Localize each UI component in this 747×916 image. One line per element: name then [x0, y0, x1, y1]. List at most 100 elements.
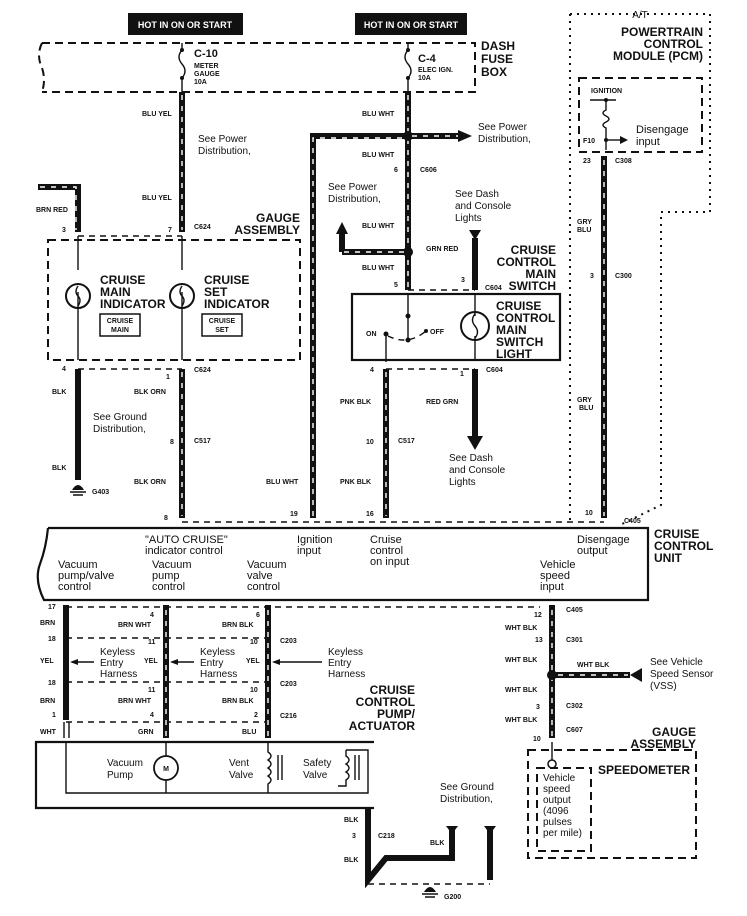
svg-text:Distribution,: Distribution, — [328, 194, 381, 205]
hot-label-right: HOT IN ON OR START — [355, 13, 467, 35]
svg-text:C-10: C-10 — [194, 48, 218, 60]
svg-text:ON: ON — [366, 331, 377, 338]
svg-text:18: 18 — [48, 636, 56, 643]
svg-text:Harness: Harness — [200, 669, 237, 680]
svg-text:CRUISE: CRUISE — [370, 683, 415, 697]
svg-text:BLU: BLU — [579, 405, 593, 412]
svg-text:10: 10 — [250, 639, 258, 646]
svg-text:CRUISE: CRUISE — [496, 299, 541, 313]
svg-text:8: 8 — [170, 439, 174, 446]
svg-text:A/T: A/T — [632, 10, 648, 21]
svg-text:See Power: See Power — [328, 182, 378, 193]
svg-text:OFF: OFF — [430, 329, 445, 336]
svg-text:See Dash: See Dash — [455, 189, 499, 200]
svg-text:METER: METER — [194, 63, 219, 70]
svg-text:4: 4 — [62, 366, 66, 373]
svg-text:6: 6 — [394, 167, 398, 174]
svg-text:Entry: Entry — [328, 658, 351, 669]
wire-blu-wht-ignition: BLU WHT 19 — [266, 133, 408, 518]
svg-text:CRUISE: CRUISE — [209, 318, 236, 325]
svg-text:CRUISE: CRUISE — [107, 318, 134, 325]
svg-text:Vehicle: Vehicle — [540, 559, 575, 571]
svg-text:GAUGE: GAUGE — [652, 725, 696, 739]
svg-text:input: input — [297, 545, 321, 557]
svg-text:MAIN: MAIN — [496, 323, 527, 337]
svg-text:Entry: Entry — [200, 658, 223, 669]
svg-text:C-4: C-4 — [418, 53, 437, 65]
svg-text:"AUTO CRUISE": "AUTO CRUISE" — [145, 534, 228, 546]
svg-text:See Power: See Power — [198, 134, 248, 145]
svg-text:Cruise: Cruise — [370, 534, 402, 546]
svg-text:indicator control: indicator control — [145, 545, 223, 557]
lower-harness: 17 BRN 18 YEL 18 BRN 1 WHT 4 BRN WHT 11 … — [40, 604, 540, 738]
pump-actuator: M Vacuum Pump Vent Valve Safety Valve — [34, 740, 374, 810]
svg-text:ACTUATOR: ACTUATOR — [349, 719, 416, 733]
svg-text:BLK: BLK — [52, 465, 66, 472]
svg-text:GRN: GRN — [138, 729, 154, 736]
svg-text:1: 1 — [166, 374, 170, 381]
svg-text:See Dash: See Dash — [449, 453, 493, 464]
svg-text:BLU WHT: BLU WHT — [362, 223, 395, 230]
svg-text:CRUISE: CRUISE — [511, 243, 556, 257]
svg-text:Vent: Vent — [229, 758, 249, 769]
svg-text:F10: F10 — [583, 138, 595, 145]
svg-text:pump: pump — [152, 570, 180, 582]
svg-text:and Console: and Console — [449, 465, 506, 476]
wire-brn-red: BRN RED — [36, 184, 81, 232]
svg-text:Vehicle: Vehicle — [543, 773, 576, 784]
svg-text:BLK ORN: BLK ORN — [134, 389, 166, 396]
svg-text:C301: C301 — [566, 637, 583, 644]
svg-text:WHT: WHT — [40, 729, 57, 736]
svg-text:Entry: Entry — [100, 658, 123, 669]
svg-text:See Ground: See Ground — [440, 782, 494, 793]
svg-text:C308: C308 — [615, 158, 632, 165]
svg-text:19: 19 — [290, 511, 298, 518]
svg-text:C624: C624 — [194, 224, 211, 231]
svg-text:CRUISE: CRUISE — [100, 273, 145, 287]
svg-text:UNIT: UNIT — [654, 551, 683, 565]
svg-text:(4096: (4096 — [543, 806, 569, 817]
svg-text:MAIN: MAIN — [525, 267, 556, 281]
svg-text:4: 4 — [150, 612, 154, 619]
svg-text:C405: C405 — [624, 518, 641, 525]
svg-text:Keyless: Keyless — [100, 647, 135, 658]
svg-text:3: 3 — [461, 277, 465, 284]
svg-text:ELEC IGN.: ELEC IGN. — [418, 67, 453, 74]
svg-text:BLU WHT: BLU WHT — [362, 111, 395, 118]
svg-text:Pump: Pump — [107, 770, 134, 781]
svg-text:BLU YEL: BLU YEL — [142, 111, 173, 118]
svg-text:CONTROL: CONTROL — [497, 255, 556, 269]
svg-text:GRN RED: GRN RED — [426, 246, 458, 253]
svg-text:11: 11 — [148, 687, 156, 694]
svg-text:Vacuum: Vacuum — [247, 559, 287, 571]
svg-text:10A: 10A — [418, 75, 431, 82]
svg-text:11: 11 — [148, 639, 156, 646]
svg-text:G403: G403 — [92, 489, 109, 496]
svg-text:pulses: pulses — [543, 817, 572, 828]
svg-text:control: control — [370, 545, 403, 557]
svg-text:PNK BLK: PNK BLK — [340, 399, 371, 406]
svg-text:per mile): per mile) — [543, 828, 582, 839]
svg-text:C517: C517 — [398, 438, 415, 445]
svg-text:C203: C203 — [280, 638, 297, 645]
svg-text:BLK: BLK — [52, 389, 66, 396]
svg-text:BLK: BLK — [430, 840, 444, 847]
svg-text:control: control — [58, 581, 91, 593]
svg-text:C302: C302 — [566, 703, 583, 710]
svg-text:10A: 10A — [194, 79, 207, 86]
svg-text:Valve: Valve — [229, 770, 254, 781]
svg-text:output: output — [543, 795, 571, 806]
dash-fuse-box: DASH FUSE BOX — [38, 39, 515, 93]
svg-text:Lights: Lights — [449, 477, 476, 488]
svg-text:speed: speed — [540, 570, 570, 582]
svg-text:10: 10 — [533, 736, 541, 743]
svg-text:CONTROL: CONTROL — [644, 37, 703, 51]
svg-text:3: 3 — [62, 227, 66, 234]
svg-text:M: M — [163, 766, 169, 773]
cruise-main-switch: CRUISE CONTROL MAIN SWITCH 5 C604 ON OFF… — [350, 243, 562, 378]
wire-blu-yel: BLU YEL BLU YEL See Power Distribution, — [142, 92, 251, 232]
svg-text:Ignition: Ignition — [297, 534, 332, 546]
svg-text:BRN RED: BRN RED — [36, 207, 68, 214]
svg-text:1: 1 — [52, 712, 56, 719]
svg-text:SET: SET — [215, 327, 229, 334]
